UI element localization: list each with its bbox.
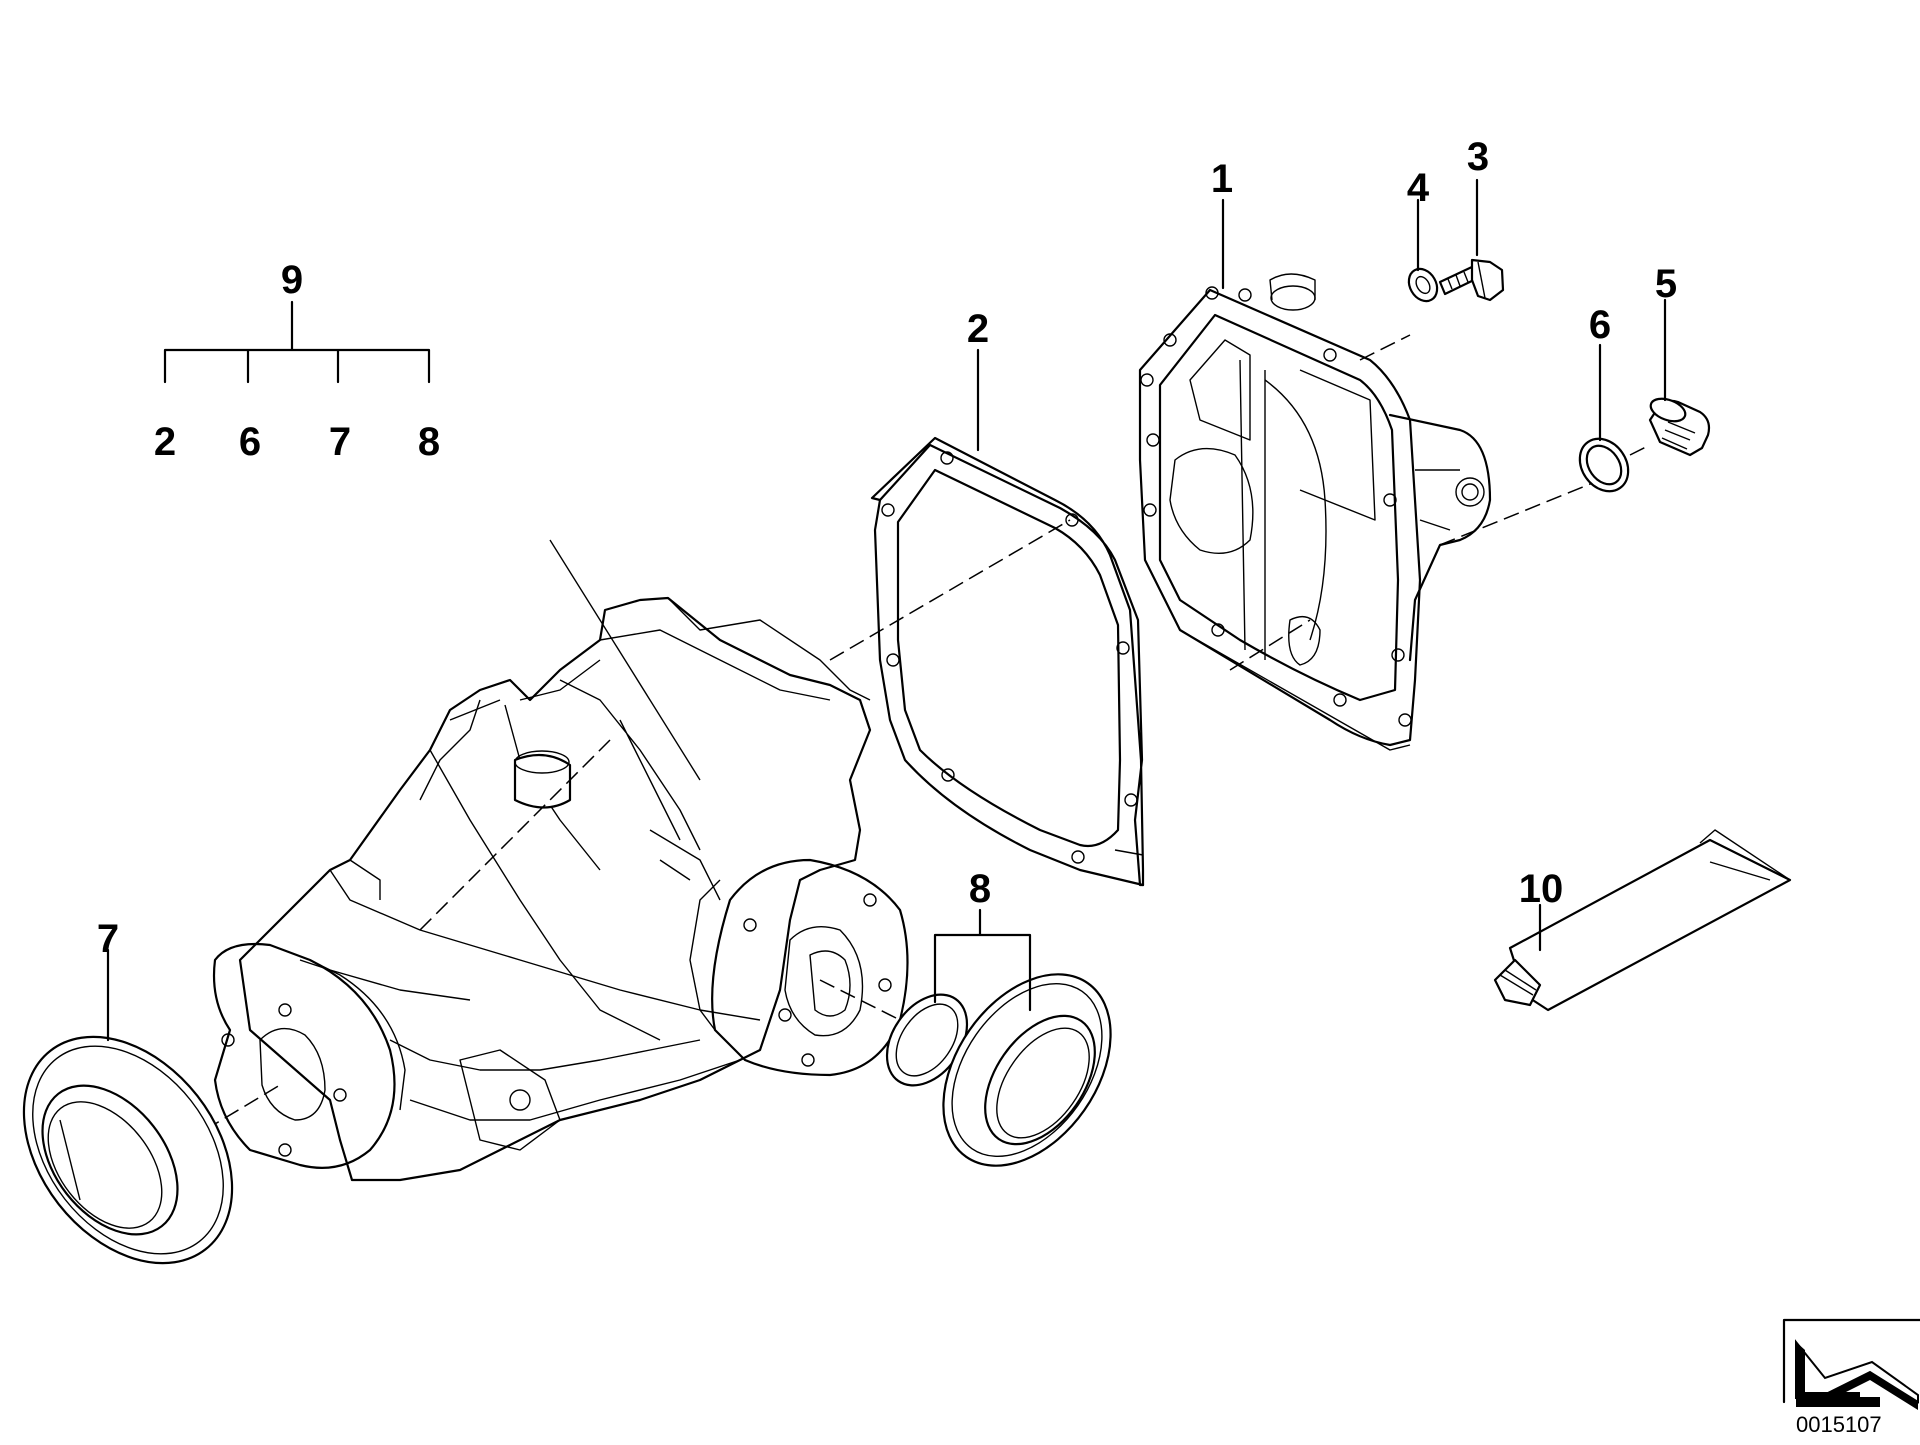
washer-and-bolt	[1407, 258, 1505, 303]
callout-2: 2	[967, 307, 989, 351]
differential-housing	[204, 519, 1071, 1182]
callout-8: 8	[969, 867, 991, 911]
kit-group-bracket: 9 2 6 7 8	[154, 258, 440, 464]
callout-4: 4	[1407, 166, 1430, 210]
cover	[1138, 273, 1601, 751]
right-seal-ring	[885, 993, 969, 1087]
orientation-arrow-icon	[1782, 1318, 1920, 1410]
right-shaft-seal	[942, 973, 1112, 1167]
kit-member-7: 7	[329, 420, 351, 464]
gasket	[870, 436, 1145, 887]
kit-member-6: 6	[239, 420, 261, 464]
callout-leaders	[106, 178, 1667, 1042]
kit-member-2: 2	[154, 420, 176, 464]
seal-ring-and-plug	[1578, 397, 1711, 493]
kit-label-9: 9	[281, 258, 303, 302]
callout-5: 5	[1655, 262, 1677, 306]
callout-1: 1	[1211, 157, 1233, 201]
callout-6: 6	[1589, 303, 1611, 347]
sealant-tube	[1493, 829, 1792, 1012]
callout-7: 7	[97, 917, 119, 961]
callout-numbers: 1 2 3 4 5 6 7 8 10	[97, 135, 1677, 961]
kit-member-8: 8	[418, 420, 440, 464]
left-shaft-seal	[22, 1035, 234, 1265]
callout-3: 3	[1467, 135, 1489, 179]
diagram-reference-number: 0015107	[1796, 1412, 1882, 1437]
callout-10: 10	[1519, 867, 1564, 911]
